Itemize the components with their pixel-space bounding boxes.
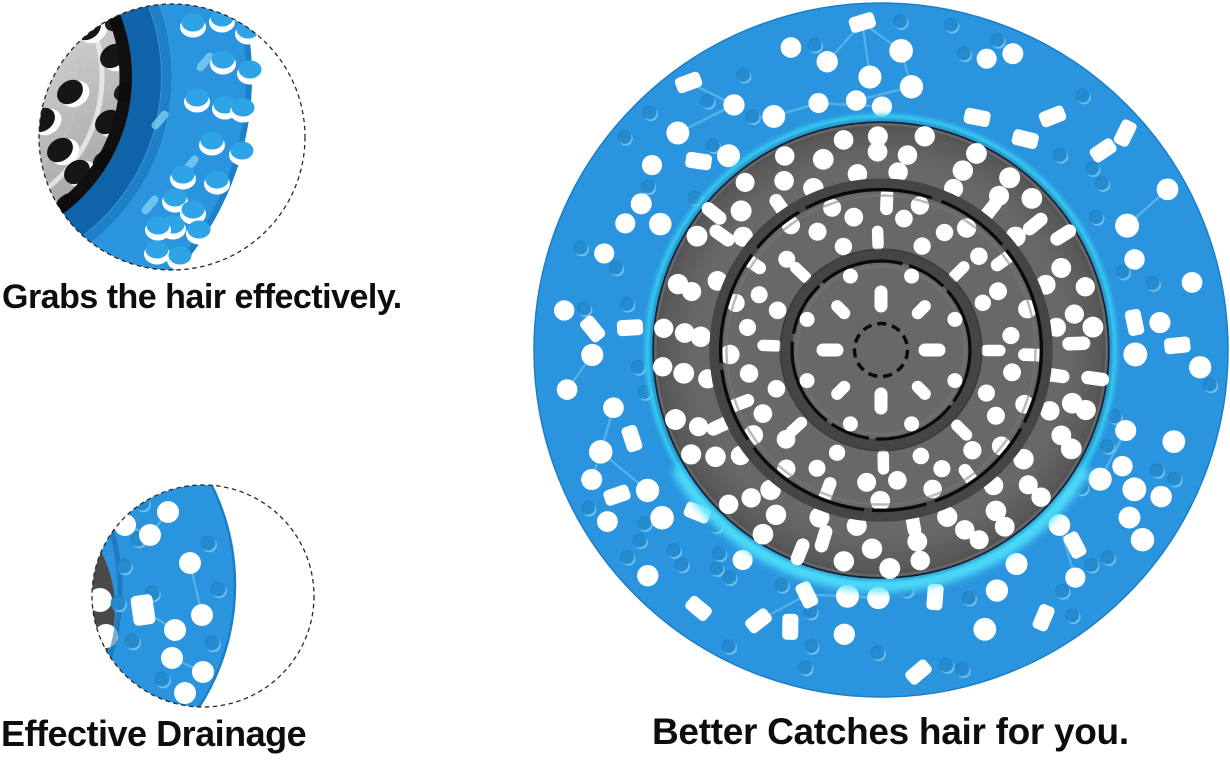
caption-grabs-hair: Grabs the hair effectively. — [2, 278, 402, 316]
inset-drainage-detail-image — [91, 484, 315, 708]
main-product-photo — [533, 2, 1229, 698]
caption-better-catches: Better Catches hair for you. — [652, 711, 1129, 752]
caption-effective-drainage: Effective Drainage — [1, 713, 307, 754]
inset-grab-detail-image — [38, 3, 306, 271]
